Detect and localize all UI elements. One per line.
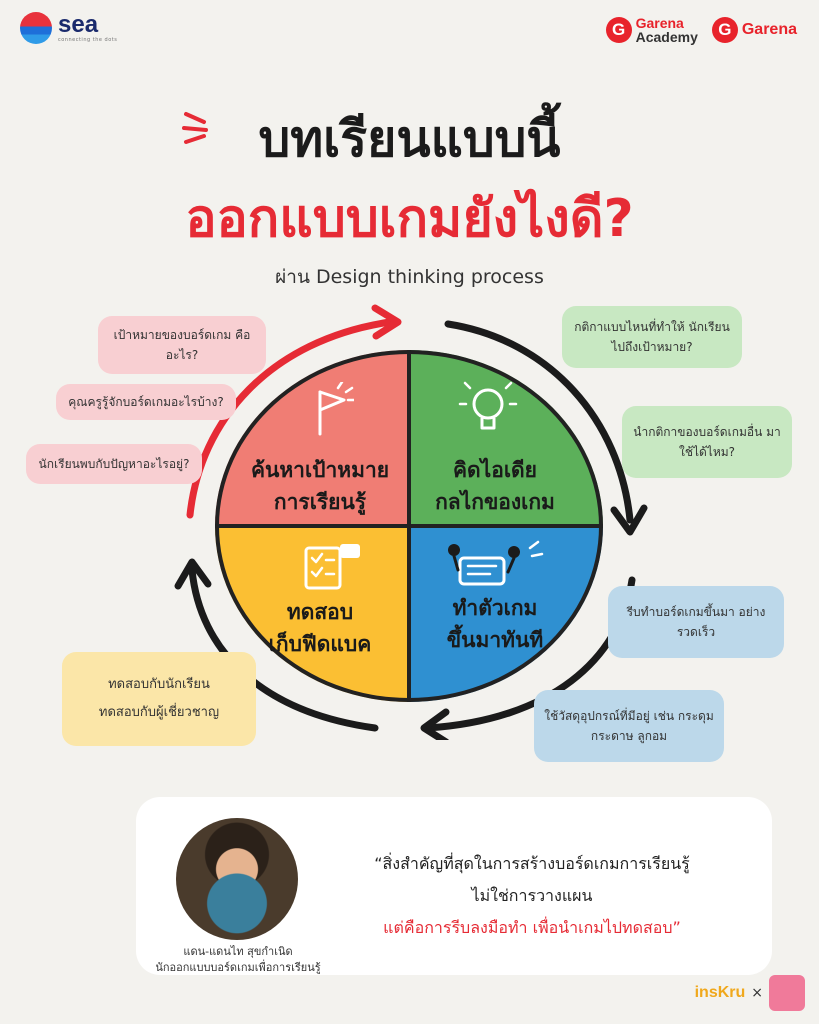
inskru-logo: insKru — [694, 984, 746, 1001]
quadrant-blue-label-line2: ขึ้นมาทันที — [446, 628, 544, 652]
bubble-testing: ทดสอบกับนักเรียน ทดสอบกับผู้เชี่ยวชาญ — [62, 652, 256, 746]
sea-tagline: connecting the dots — [58, 37, 118, 43]
sparks-icon — [182, 112, 208, 144]
bubble-student-problems: นักเรียนพบกับปัญหาอะไรอยู่? — [26, 444, 202, 484]
quote-line3: แต่คือการรีบลงมือทำ เพื่อนำเกมไปทดสอบ” — [383, 918, 681, 937]
top-right-arrowhead — [610, 504, 648, 536]
quadrant-yellow-label-line1: ทดสอบ — [286, 600, 354, 624]
quadrant-yellow-label: ทดสอบ เก็บฟีดแบค — [240, 596, 400, 660]
bubble-known-boardgames: คุณครูรู้จักบอร์ดเกมอะไรบ้าง? — [56, 384, 236, 420]
lightbulb-icon — [458, 381, 518, 430]
bubble-learning-goal: เป้าหมายของบอร์ดเกม คืออะไร? — [98, 316, 266, 374]
speaker-info: แดน-แดนไท สุขกำเนิด นักออกแบบบอร์ดเกมเพื… — [140, 944, 336, 976]
garena-academy-icon: G — [605, 17, 632, 43]
quadrant-green-label: คิดไอเดีย กลไกของเกม — [415, 454, 575, 518]
garena-logo: G Garena — [711, 17, 797, 43]
quote-text: “สิ่งสำคัญที่สุดในการสร้างบอร์ดเกมการเรี… — [312, 848, 752, 944]
garena-academy-line2: Academy — [635, 29, 698, 45]
quadrant-green-label-line1: คิดไอเดีย — [453, 458, 537, 482]
sea-logo-text: sea — [58, 11, 99, 38]
garena-academy-line1: Garena — [635, 15, 684, 31]
garena-academy-logo: G Garena Academy — [605, 15, 698, 45]
footer-logos: insKru × — [695, 975, 805, 1011]
bubble-testing-line1: ทดสอบกับนักเรียน — [108, 677, 210, 692]
bottom-left-arrowhead — [174, 558, 212, 590]
speaker-name: แดน-แดนไท สุขกำเนิด — [183, 945, 293, 958]
red-arrowhead — [371, 304, 402, 340]
quadrant-red-label-line2: การเรียนรู้ — [273, 490, 367, 514]
quadrant-blue-label: ทำตัวเกม ขึ้นมาทันที — [415, 592, 575, 656]
prototype-icon — [448, 540, 544, 586]
bubble-rapid-prototype: รีบทำบอร์ดเกมขึ้นมา อย่างรวดเร็ว — [608, 586, 784, 658]
checklist-icon — [304, 544, 360, 590]
quadrant-blue-label-line1: ทำตัวเกม — [452, 596, 538, 620]
bubble-materials: ใช้วัสดุอุปกรณ์ที่มีอยู่ เช่น กระดุม กระ… — [534, 690, 724, 762]
avatar — [176, 818, 298, 940]
garena-logo-text: Garena — [741, 21, 797, 38]
quadrant-yellow-label-line2: เก็บฟีดแบค — [268, 632, 372, 656]
quote-line2: ไม่ใช่การวางแผน — [471, 886, 593, 905]
quadrant-red-label-line1: ค้นหาเป้าหมาย — [250, 458, 390, 482]
quote-line1: “สิ่งสำคัญที่สุดในการสร้างบอร์ดเกมการเรี… — [374, 854, 690, 873]
partner-logos: G Garena Academy G Garena — [605, 15, 797, 45]
top-right-cycle-arrow — [444, 320, 634, 524]
bottom-right-arrowhead — [420, 708, 450, 740]
bubble-testing-line2: ทดสอบกับผู้เชี่ยวชาญ — [98, 705, 220, 720]
circle-divider-horizontal — [215, 524, 603, 528]
quadrant-green-label-line2: กลไกของเกม — [435, 490, 555, 514]
sea-logo: sea connecting the dots — [20, 12, 117, 44]
partner-badge-icon — [769, 975, 805, 1011]
subtitle: ผ่าน Design thinking process — [275, 266, 544, 288]
quadrant-red-label: ค้นหาเป้าหมาย การเรียนรู้ — [240, 454, 400, 518]
sea-logo-icon — [20, 12, 52, 44]
garena-icon: G — [711, 17, 738, 43]
bubble-game-rules: กติกาแบบไหนที่ทำให้ นักเรียนไปถึงเป้าหมา… — [562, 306, 742, 368]
flag-icon — [318, 382, 354, 436]
title-line2: ออกแบบเกมยังไงดี? — [185, 189, 634, 249]
times-sign: × — [751, 985, 763, 1001]
bubble-borrow-rules: นำกติกาของบอร์ดเกมอื่น มาใช้ได้ไหม? — [622, 406, 792, 478]
speaker-role: นักออกแบบบอร์ดเกมเพื่อการเรียนรู้ — [155, 961, 321, 974]
title-line1: บทเรียนแบบนี้ — [258, 110, 561, 168]
